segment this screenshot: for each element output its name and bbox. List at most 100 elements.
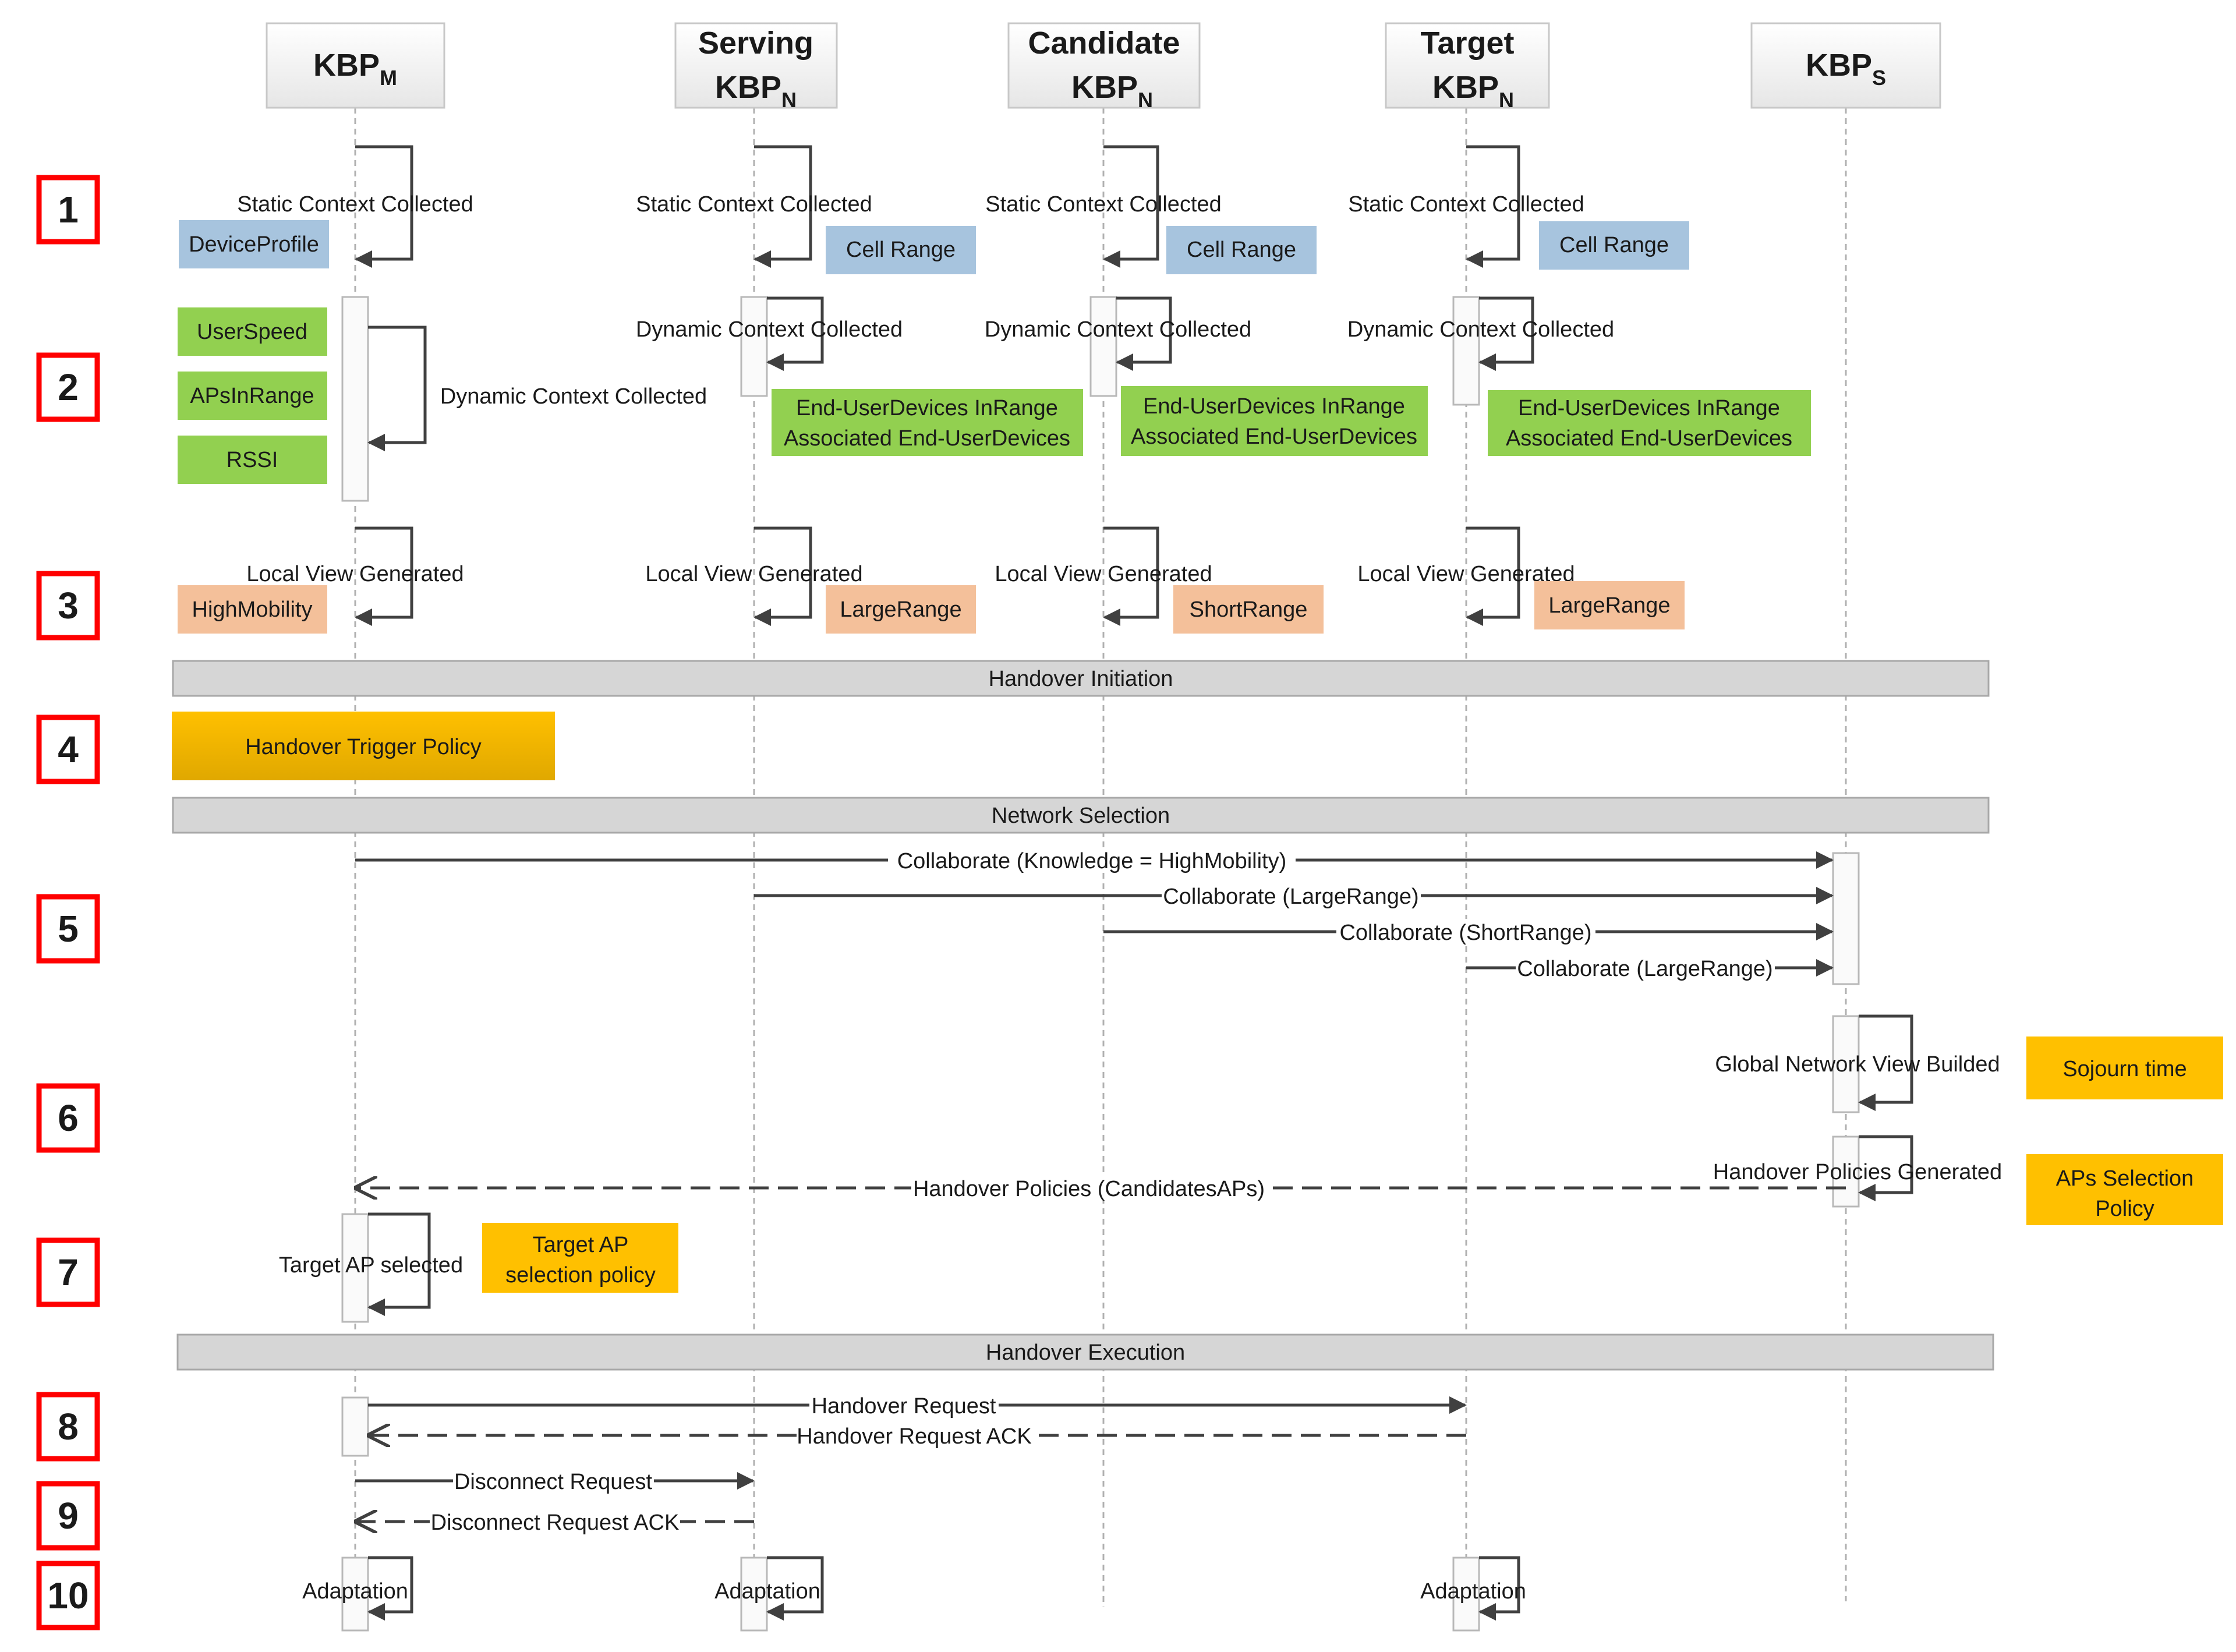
collab-target-label: Collaborate (LargeRange): [1517, 957, 1772, 981]
actor-subscript: N: [781, 88, 797, 112]
actor-subscript: S: [1872, 66, 1886, 90]
step-number: 5: [58, 908, 79, 950]
actor-line1: Candidate: [1028, 26, 1180, 61]
step-box-10: [36, 1561, 100, 1630]
local-view-label: Local View Generated: [645, 562, 862, 586]
step-box-5: [36, 894, 100, 964]
actor-subscript: N: [1138, 88, 1153, 112]
step-numbers: 1 2 3 4 5 6 7 8 9 10: [47, 189, 89, 1616]
adaptation-label: Adaptation: [714, 1579, 820, 1604]
step-number: 9: [58, 1495, 79, 1537]
collab-m-label: Collaborate (Knowledge = HighMobility): [897, 849, 1287, 873]
target-ap-label: Target AP: [533, 1233, 629, 1257]
dynamic-context-label: Dynamic Context Collected: [440, 384, 707, 409]
high-mobility-label: HighMobility: [192, 597, 313, 622]
activation-serving-adapt: [740, 1557, 768, 1632]
self-arrow: [753, 526, 812, 626]
actor-kbp-s: KBPS: [1750, 22, 1941, 109]
static-context-label: Static Context Collected: [985, 192, 1222, 217]
step-box-8: [36, 1392, 100, 1462]
actor-target-kbp-n: Target KBPN: [1385, 22, 1550, 112]
actor-base: KBP: [1432, 70, 1499, 105]
step-box-3: [36, 571, 100, 641]
self-arrow: [355, 145, 413, 268]
activation-s-policies: [1832, 1135, 1860, 1208]
phase-handover-execution: Handover Execution: [986, 1340, 1185, 1365]
dynamic-context-label: Dynamic Context Collected: [985, 317, 1251, 342]
activation-s-global: [1832, 1015, 1860, 1113]
activation-m-dynamic: [341, 296, 369, 502]
activation-m-execution: [341, 1396, 369, 1457]
device-profile-label: DeviceProfile: [189, 232, 319, 257]
step-box-2: [36, 352, 100, 422]
self-labels: Static Context Collected Static Context …: [237, 192, 2002, 1604]
activation-serving-dynamic: [740, 296, 768, 397]
self-arrow: [1858, 1014, 1913, 1111]
actor-base: KBP: [1071, 70, 1138, 105]
self-arrow: [1116, 296, 1172, 371]
collab-serving-label: Collaborate (LargeRange): [1163, 885, 1418, 909]
phase-handover-initiation: Handover Initiation: [989, 667, 1173, 691]
static-context-label: Static Context Collected: [1348, 192, 1584, 217]
policy-boxes: Handover Trigger Policy Sojourn time APs…: [172, 712, 2223, 1293]
svg-text:KBPN: KBPN: [1432, 70, 1514, 112]
cell-range-label: Cell Range: [1187, 238, 1296, 262]
self-arrow: [1103, 526, 1159, 626]
enduser-associated-label: Associated End-UserDevices: [1131, 425, 1417, 449]
step-number: 6: [58, 1097, 79, 1139]
activation-candidate-dynamic: [1089, 296, 1117, 397]
step-box-9: [36, 1481, 100, 1551]
activation-target-dynamic: [1452, 296, 1480, 406]
activation-bars: [341, 296, 1860, 1632]
enduser-inrange-label: End-UserDevices InRange: [1518, 396, 1780, 420]
local-view-label: Local View Generated: [995, 562, 1212, 586]
collab-candidate-label: Collaborate (ShortRange): [1339, 921, 1591, 945]
enduser-inrange-label: End-UserDevices InRange: [1143, 394, 1405, 419]
self-arrow: [1103, 145, 1159, 268]
self-arrow: [1478, 1556, 1520, 1621]
self-arrow: [1858, 1135, 1913, 1201]
step-box-4: [36, 714, 100, 784]
step-number: 7: [58, 1251, 79, 1293]
static-context-label: Static Context Collected: [636, 192, 872, 217]
local-view-label: Local View Generated: [246, 562, 464, 586]
activation-m-adapt: [341, 1557, 369, 1632]
self-arrows: [355, 145, 1913, 1621]
dynamic-context-label: Dynamic Context Collected: [636, 317, 903, 342]
global-view-label: Global Network View Builded: [1715, 1052, 2000, 1077]
local-view-boxes: HighMobility LargeRange ShortRange Large…: [178, 581, 1685, 634]
dynamic-context-boxes: UserSpeed APsInRange RSSI End-UserDevice…: [178, 307, 1811, 484]
svg-text:KBPS: KBPS: [1806, 48, 1886, 90]
self-arrow: [367, 326, 427, 451]
self-arrow: [367, 1556, 413, 1621]
self-arrow: [1466, 526, 1520, 626]
self-arrow: [753, 145, 812, 268]
solid-messages: [355, 851, 1834, 1490]
handover-policies-label: Handover Policies (CandidatesAPs): [913, 1177, 1265, 1201]
step-number: 8: [58, 1406, 79, 1448]
step-box-6: [36, 1083, 100, 1153]
actor-base: KBP: [313, 48, 380, 83]
aps-in-range-label: APsInRange: [190, 384, 314, 408]
svg-text:KBPM: KBPM: [313, 48, 397, 90]
message-labels: Collaborate (Knowledge = HighMobility) C…: [430, 847, 1775, 1535]
actor-base: KBP: [1806, 48, 1872, 83]
actor-subscript: N: [1499, 88, 1514, 112]
short-range-label: ShortRange: [1190, 597, 1308, 622]
policies-generated-label: Handover Policies Generated: [1713, 1160, 2002, 1184]
large-range-label: LargeRange: [1548, 593, 1670, 618]
phase-bars: Handover Initiation Network Selection Ha…: [172, 660, 1994, 1371]
actor-candidate-kbp-n: Candidate KBPN: [1007, 22, 1201, 112]
adaptation-label: Adaptation: [302, 1579, 408, 1604]
static-context-boxes: DeviceProfile Cell Range Cell Range Cell…: [179, 220, 1689, 274]
activation-s-collaborate: [1832, 852, 1860, 985]
actor-kbp-m: KBPM: [266, 22, 445, 109]
self-arrow: [766, 1556, 824, 1621]
svg-text:KBPN: KBPN: [715, 70, 797, 112]
activation-m-target: [341, 1213, 369, 1323]
step-number: 2: [58, 366, 79, 408]
adaptation-label: Adaptation: [1420, 1579, 1526, 1604]
user-speed-label: UserSpeed: [197, 320, 307, 344]
actor-serving-kbp-n: Serving KBPN: [674, 22, 838, 112]
disconnect-request-label: Disconnect Request: [454, 1470, 653, 1494]
